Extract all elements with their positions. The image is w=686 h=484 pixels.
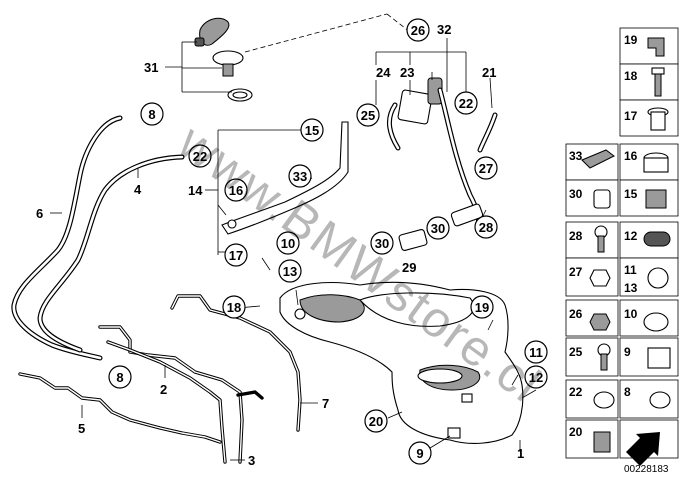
callout-13: 13 — [278, 259, 302, 283]
legend-10: 10 — [624, 307, 638, 321]
svg-text:33: 33 — [293, 169, 307, 184]
svg-text:25: 25 — [361, 108, 375, 123]
svg-text:18: 18 — [227, 300, 241, 315]
fuel-line-6 — [11, 115, 123, 361]
callout-22-left: 22 — [188, 144, 212, 168]
legend-25: 25 — [569, 345, 583, 359]
legend-22: 22 — [569, 385, 583, 399]
legend-8: 8 — [624, 385, 631, 399]
label-1: 1 — [517, 446, 524, 461]
fuel-tank — [237, 257, 537, 452]
watermark-text: www.BMWstore.cl — [168, 113, 552, 413]
callout-9: 9 — [408, 441, 432, 465]
svg-text:17: 17 — [229, 248, 243, 263]
svg-text:12: 12 — [529, 370, 543, 385]
label-2: 2 — [160, 382, 167, 397]
legend-17: 17 — [624, 109, 638, 123]
label-7: 7 — [322, 396, 329, 411]
diagram-number: 00228183 — [624, 464, 669, 475]
callout-18: 18 — [222, 295, 246, 319]
svg-text:11: 11 — [529, 345, 543, 360]
callout-28: 28 — [474, 215, 498, 239]
callout-26: 26 — [406, 18, 430, 42]
callout-30-b: 30 — [370, 231, 394, 255]
svg-text:13: 13 — [283, 264, 297, 279]
callout-17: 17 — [224, 243, 248, 267]
label-32: 32 — [437, 22, 451, 37]
callout-30-a: 30 — [426, 216, 450, 240]
svg-text:10: 10 — [281, 236, 295, 251]
legend-13: 13 — [624, 281, 638, 295]
svg-text:27: 27 — [479, 161, 493, 176]
label-6: 6 — [36, 206, 43, 221]
svg-text:30: 30 — [431, 221, 445, 236]
svg-text:9: 9 — [416, 446, 423, 461]
callout-20: 20 — [364, 409, 388, 433]
svg-text:28: 28 — [479, 220, 493, 235]
arrow-icon — [626, 432, 660, 466]
svg-text:22: 22 — [459, 96, 473, 111]
callout-12: 12 — [524, 365, 548, 389]
label-29: 29 — [402, 260, 416, 275]
callout-15: 15 — [300, 118, 324, 142]
fuel-line-4 — [37, 154, 185, 353]
svg-text:15: 15 — [305, 123, 319, 138]
label-31: 31 — [144, 60, 158, 75]
legend-16: 16 — [624, 149, 638, 163]
label-24: 24 — [376, 65, 391, 80]
fuel-pipe-3 — [106, 340, 264, 464]
label-21: 21 — [482, 65, 496, 80]
label-5: 5 — [78, 421, 85, 436]
callout-8-bottom: 8 — [108, 365, 132, 389]
callout-8-top: 8 — [140, 102, 164, 126]
fuel-pipe-2 — [98, 325, 244, 464]
callout-19: 19 — [470, 295, 494, 319]
legend-33: 33 — [569, 149, 583, 163]
callout-22-right: 22 — [454, 91, 478, 115]
legend-18: 18 — [624, 69, 638, 83]
svg-text:20: 20 — [369, 414, 383, 429]
fuel-pipe-7 — [170, 294, 302, 432]
svg-text:26: 26 — [411, 23, 425, 38]
callout-25: 25 — [356, 103, 380, 127]
label-14: 14 — [188, 183, 203, 198]
legend-9: 9 — [624, 345, 631, 359]
legend-15: 15 — [624, 187, 638, 201]
legend-27: 27 — [569, 265, 583, 279]
legend-30: 30 — [569, 187, 583, 201]
parts-legend: 19 18 17 33 16 30 15 28 12 27 — [565, 27, 679, 466]
label-4: 4 — [134, 182, 142, 197]
callout-27: 27 — [474, 156, 498, 180]
filler-cap-assembly — [165, 17, 253, 102]
legend-11: 11 — [624, 263, 637, 277]
svg-text:16: 16 — [229, 183, 243, 198]
svg-text:19: 19 — [475, 300, 489, 315]
label-3: 3 — [248, 453, 255, 468]
legend-26: 26 — [569, 307, 583, 321]
legend-12: 12 — [624, 229, 638, 243]
callout-33: 33 — [288, 164, 312, 188]
legend-19: 19 — [624, 33, 638, 47]
callout-11: 11 — [524, 340, 548, 364]
svg-text:22: 22 — [193, 149, 207, 164]
label-23: 23 — [400, 65, 414, 80]
legend-28: 28 — [569, 229, 583, 243]
callout-16: 16 — [224, 178, 248, 202]
legend-20: 20 — [569, 425, 583, 439]
callout-10: 10 — [276, 231, 300, 255]
fuel-pipe-5 — [18, 372, 222, 444]
svg-text:8: 8 — [148, 107, 155, 122]
svg-text:30: 30 — [375, 236, 389, 251]
svg-text:8: 8 — [116, 370, 123, 385]
